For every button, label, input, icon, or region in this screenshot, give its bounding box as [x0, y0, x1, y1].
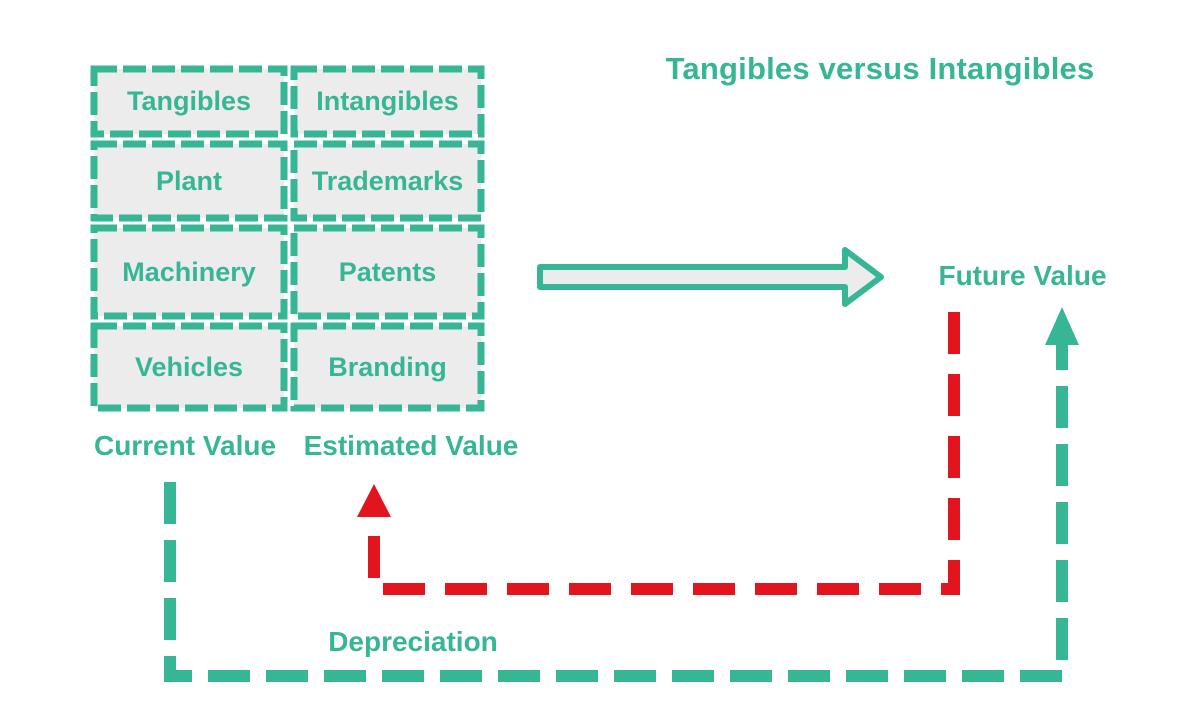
table-cell-border [90, 322, 288, 412]
table-cell-border [290, 224, 485, 320]
estimated-value-label: Estimated Value [303, 430, 519, 461]
table-cell-tangibles: Tangibles [126, 86, 252, 116]
table-cell-border [290, 65, 485, 138]
table-cell-machinery: Machinery [122, 256, 256, 287]
depreciation-label: Depreciation [328, 626, 498, 657]
future-value-label: Future Value [938, 260, 1107, 291]
appreciation-flow-path [164, 344, 1068, 682]
table-cell-border [90, 140, 288, 222]
table-cell-border [90, 224, 288, 320]
depreciation-flow-path [368, 312, 960, 595]
table-cell-branding: Branding [328, 351, 447, 382]
depreciation-arrowhead-icon [357, 484, 391, 517]
table-cell-border [90, 65, 288, 138]
appreciation-arrowhead-icon [1045, 307, 1079, 345]
asset-table-grid [90, 65, 485, 412]
table-cell-patents: Patents [338, 256, 437, 287]
current-value-label: Current Value [93, 430, 277, 461]
table-cell-vehicles: Vehicles [134, 351, 244, 382]
diagram-title: Tangibles versus Intangibles [665, 51, 1095, 86]
table-cell-plant: Plant [155, 165, 222, 196]
table-cell-trademarks: Trademarks [311, 165, 464, 196]
table-cell-border [290, 140, 485, 222]
table-cell-intangibles: Intangibles [316, 86, 459, 116]
forward-arrow [537, 247, 884, 307]
table-cell-border [290, 322, 485, 412]
